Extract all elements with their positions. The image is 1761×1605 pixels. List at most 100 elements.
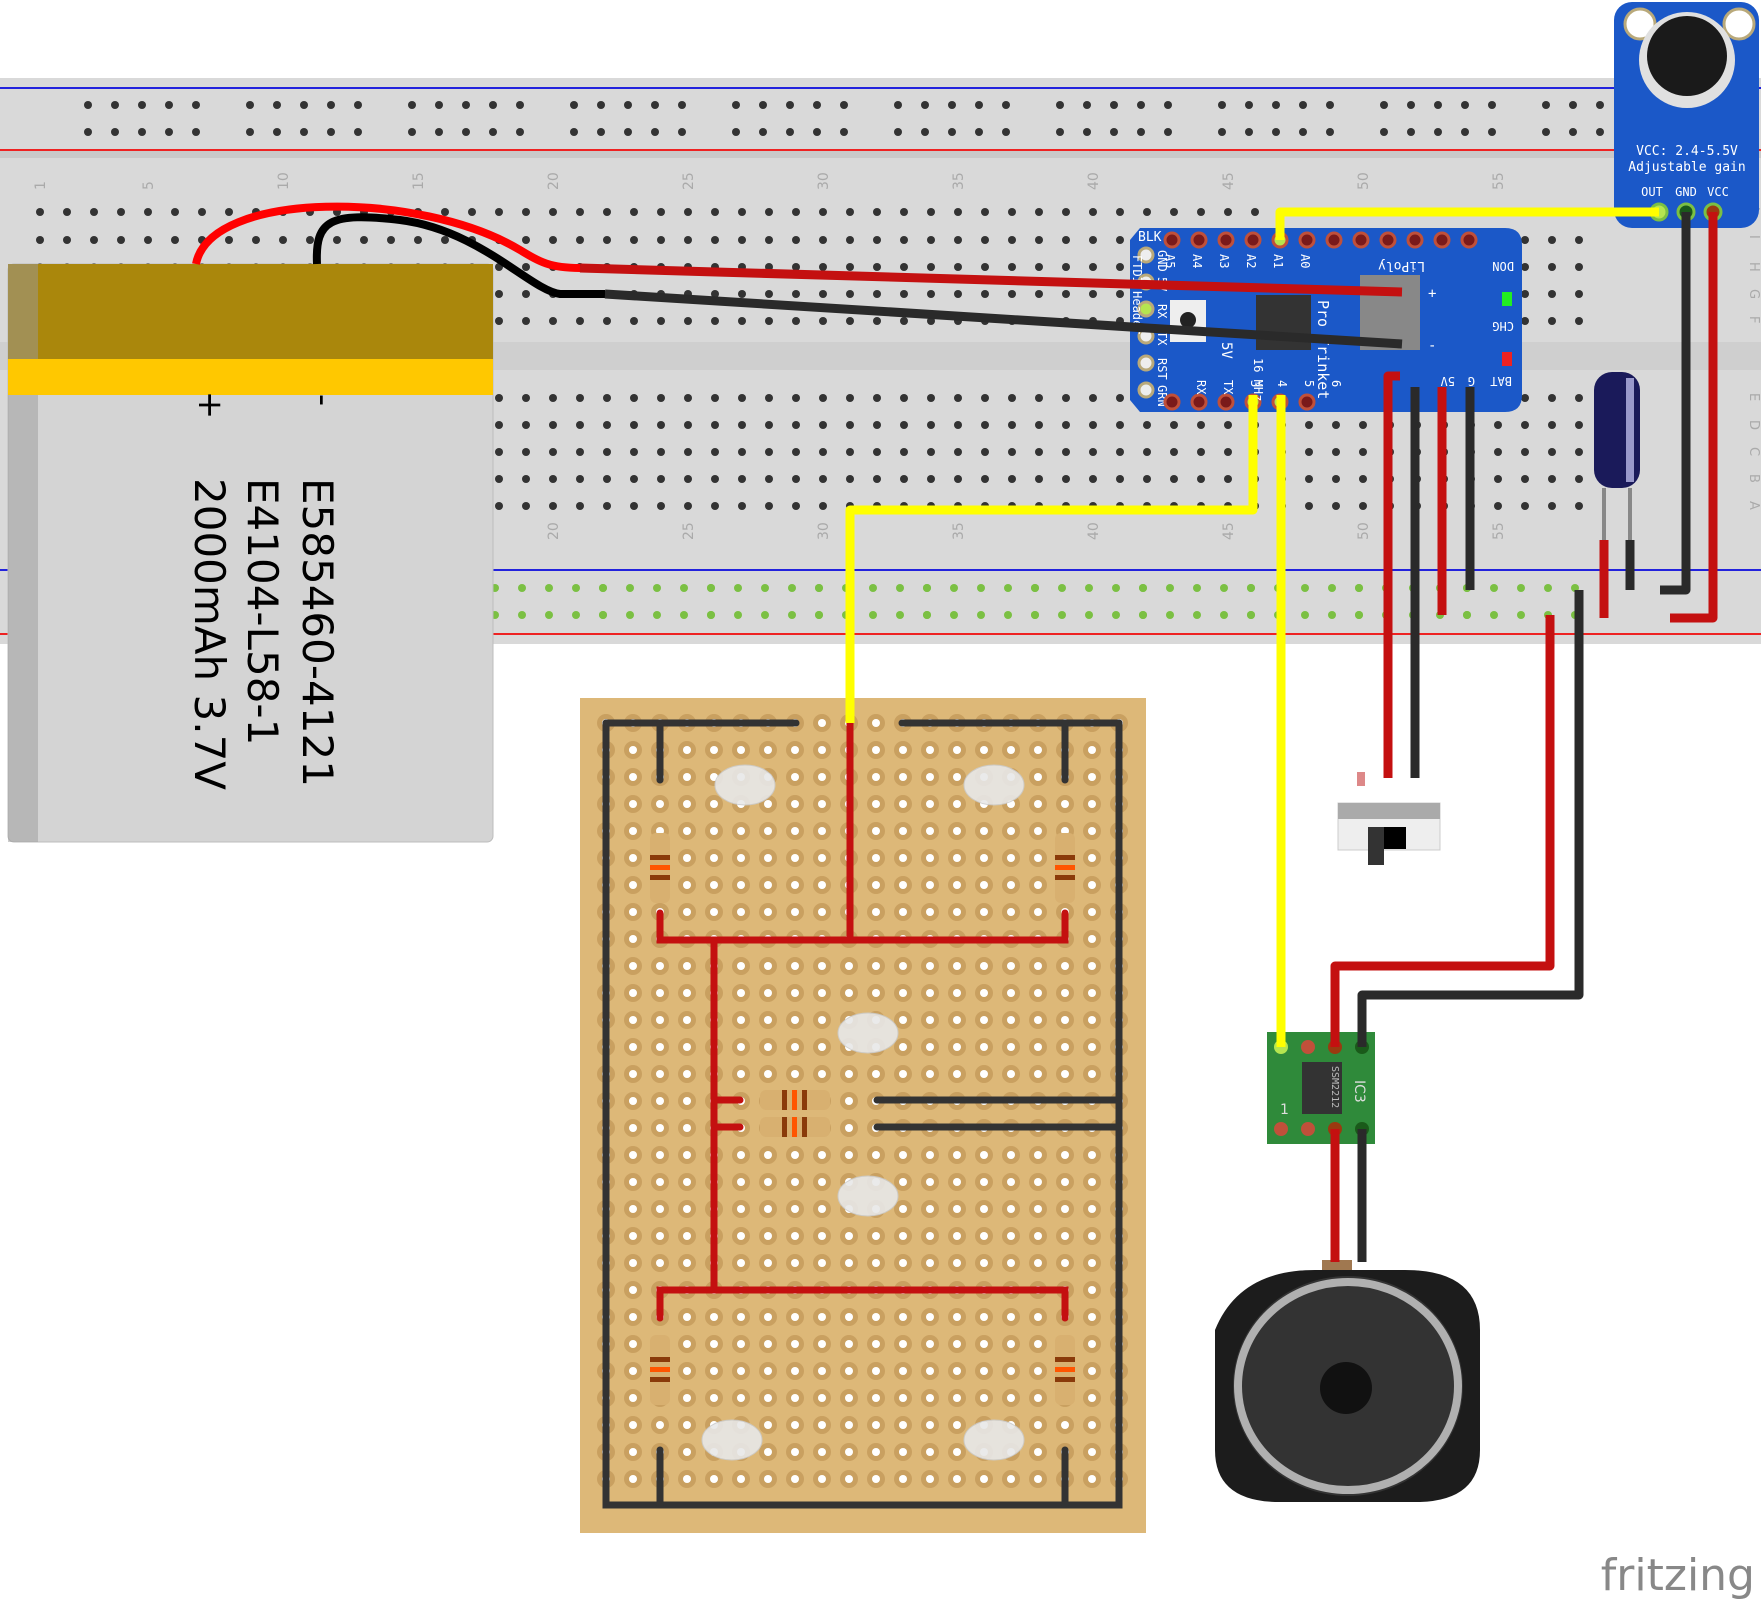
breadboard-hole[interactable] [765, 290, 773, 298]
breadboard-hole[interactable] [171, 208, 179, 216]
perf-hole[interactable] [872, 854, 880, 862]
perf-hole[interactable] [953, 1421, 961, 1429]
perf-hole[interactable] [872, 1421, 880, 1429]
rail-hole[interactable] [921, 128, 929, 136]
perf-hole[interactable] [710, 1394, 718, 1402]
breadboard-hole[interactable] [1332, 502, 1340, 510]
breadboard-hole[interactable] [1494, 421, 1502, 429]
perf-hole[interactable] [1088, 1421, 1096, 1429]
rail-hole[interactable] [1434, 101, 1442, 109]
perf-hole[interactable] [1061, 1016, 1069, 1024]
rail-hole[interactable] [1220, 584, 1228, 592]
perf-hole[interactable] [656, 1070, 664, 1078]
breadboard-hole[interactable] [1089, 475, 1097, 483]
breadboard-hole[interactable] [1089, 208, 1097, 216]
perf-hole[interactable] [980, 1070, 988, 1078]
perf-hole[interactable] [683, 1124, 691, 1132]
breadboard-hole[interactable] [1008, 448, 1016, 456]
rail-hole[interactable] [1596, 128, 1604, 136]
perf-hole[interactable] [1061, 989, 1069, 997]
trinket-top-pin[interactable] [1163, 231, 1181, 249]
breadboard-hole[interactable] [603, 448, 611, 456]
rail-hole[interactable] [516, 101, 524, 109]
rail-hole[interactable] [1193, 611, 1201, 619]
perf-hole[interactable] [656, 1205, 664, 1213]
breadboard-hole[interactable] [927, 290, 935, 298]
perf-hole[interactable] [683, 1043, 691, 1051]
rail-hole[interactable] [1137, 101, 1145, 109]
breadboard-hole[interactable] [1089, 421, 1097, 429]
breadboard-hole[interactable] [1197, 448, 1205, 456]
perf-hole[interactable] [818, 1475, 826, 1483]
breadboard-hole[interactable] [414, 236, 422, 244]
perf-hole[interactable] [791, 1151, 799, 1159]
perf-hole[interactable] [1034, 1448, 1042, 1456]
rail-hole[interactable] [1031, 611, 1039, 619]
perf-hole[interactable] [629, 1178, 637, 1186]
perf-hole[interactable] [899, 827, 907, 835]
perf-hole[interactable] [737, 1475, 745, 1483]
perf-hole[interactable] [1088, 1151, 1096, 1159]
perf-hole[interactable] [899, 1178, 907, 1186]
rail-hole[interactable] [327, 128, 335, 136]
perf-hole[interactable] [926, 800, 934, 808]
perf-hole[interactable] [629, 1367, 637, 1375]
breadboard-hole[interactable] [846, 290, 854, 298]
rail-hole[interactable] [1596, 101, 1604, 109]
rail-hole[interactable] [759, 101, 767, 109]
rail-hole[interactable] [948, 128, 956, 136]
breadboard-hole[interactable] [1305, 421, 1313, 429]
perf-hole[interactable] [791, 881, 799, 889]
perf-hole[interactable] [683, 1421, 691, 1429]
perf-hole[interactable] [872, 1151, 880, 1159]
breadboard-hole[interactable] [981, 394, 989, 402]
perf-hole[interactable] [926, 1016, 934, 1024]
rail-hole[interactable] [192, 128, 200, 136]
perf-hole[interactable] [683, 908, 691, 916]
perf-hole[interactable] [791, 1205, 799, 1213]
perf-hole[interactable] [683, 1259, 691, 1267]
rail-hole[interactable] [923, 611, 931, 619]
perf-hole[interactable] [1088, 1394, 1096, 1402]
perf-hole[interactable] [845, 1097, 853, 1105]
perf-hole[interactable] [1088, 773, 1096, 781]
perf-hole[interactable] [926, 908, 934, 916]
breadboard-hole[interactable] [1305, 475, 1313, 483]
perf-hole[interactable] [710, 827, 718, 835]
perf-hole[interactable] [818, 854, 826, 862]
breadboard-hole[interactable] [171, 236, 179, 244]
breadboard-hole[interactable] [549, 394, 557, 402]
breadboard-hole[interactable] [738, 317, 746, 325]
rail-hole[interactable] [1247, 584, 1255, 592]
rail-hole[interactable] [869, 611, 877, 619]
breadboard-hole[interactable] [225, 236, 233, 244]
perf-hole[interactable] [1061, 1259, 1069, 1267]
perf-hole[interactable] [980, 827, 988, 835]
rail-hole[interactable] [734, 611, 742, 619]
perf-hole[interactable] [818, 962, 826, 970]
breadboard-hole[interactable] [792, 208, 800, 216]
perf-hole[interactable] [872, 746, 880, 754]
rail-hole[interactable] [1517, 584, 1525, 592]
perf-hole[interactable] [737, 1151, 745, 1159]
breadboard-hole[interactable] [522, 263, 530, 271]
perf-hole[interactable] [683, 1367, 691, 1375]
breadboard-hole[interactable] [1062, 475, 1070, 483]
breadboard-hole[interactable] [1116, 263, 1124, 271]
breadboard-hole[interactable] [819, 502, 827, 510]
rail-hole[interactable] [489, 101, 497, 109]
perf-hole[interactable] [818, 773, 826, 781]
breadboard-hole[interactable] [1008, 208, 1016, 216]
rail-hole[interactable] [408, 128, 416, 136]
perf-hole[interactable] [656, 1097, 664, 1105]
perf-hole[interactable] [1034, 1178, 1042, 1186]
perf-hole[interactable] [980, 1367, 988, 1375]
breadboard-hole[interactable] [630, 475, 638, 483]
breadboard-hole[interactable] [846, 236, 854, 244]
perf-hole[interactable] [1007, 989, 1015, 997]
perf-hole[interactable] [1088, 827, 1096, 835]
perf-hole[interactable] [764, 854, 772, 862]
breadboard-hole[interactable] [1575, 394, 1583, 402]
perf-hole[interactable] [683, 989, 691, 997]
perf-hole[interactable] [737, 1394, 745, 1402]
